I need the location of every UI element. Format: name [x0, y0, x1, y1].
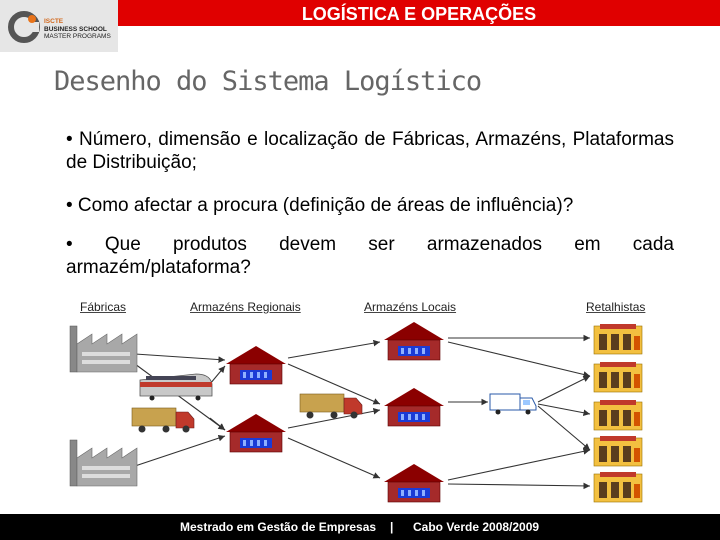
footer-separator: |	[390, 520, 394, 534]
label-factories: Fábricas	[80, 300, 127, 314]
school-logo: ISCTE BUSINESS SCHOOL MASTER PROGRAMS	[0, 0, 118, 52]
bullet-3: • Que produtos devem ser armazenados em …	[66, 234, 674, 278]
logo-mark-icon	[8, 11, 40, 43]
logo-text: ISCTE BUSINESS SCHOOL MASTER PROGRAMS	[44, 18, 111, 41]
train-icon	[139, 373, 213, 401]
warehouse-icon	[383, 463, 445, 503]
logo-line-3: MASTER PROGRAMS	[44, 33, 111, 40]
factory-icon	[69, 439, 138, 487]
warehouse-icon	[383, 387, 445, 427]
factory-icon	[69, 325, 138, 373]
warehouse-icon	[225, 345, 287, 385]
truck-icon	[299, 393, 363, 419]
bullet-2: • Como afectar a procura (definição de á…	[66, 195, 574, 216]
label-retailers: Retalhistas	[586, 300, 646, 314]
warehouse-icon	[225, 413, 287, 453]
label-local-warehouses: Armazéns Locais	[364, 300, 457, 314]
label-regional-warehouses: Armazéns Regionais	[190, 300, 301, 314]
shop-icon	[593, 435, 643, 467]
shop-icon	[593, 471, 643, 503]
truck-icon	[131, 407, 195, 433]
footer-program: Mestrado em Gestão de Empresas	[180, 520, 377, 534]
logistics-diagram	[69, 321, 643, 503]
bullet-1: • Número, dimensão e localização de Fábr…	[66, 129, 674, 173]
logo-line-1: ISCTE	[44, 18, 64, 25]
shop-icon	[593, 399, 643, 431]
van-icon	[489, 393, 537, 415]
shop-icon	[593, 323, 643, 355]
slide-title: Desenho do Sistema Logístico	[54, 66, 482, 97]
footer-bar: Mestrado em Gestão de Empresas | Cabo Ve…	[0, 514, 720, 540]
footer-edition: Cabo Verde 2008/2009	[413, 520, 540, 534]
banner-title: LOGÍSTICA E OPERAÇÕES	[118, 0, 720, 26]
flow-arrows	[134, 334, 591, 490]
shop-icon	[593, 361, 643, 393]
logo-line-2: BUSINESS SCHOOL	[44, 25, 107, 33]
warehouse-icon	[383, 321, 445, 361]
